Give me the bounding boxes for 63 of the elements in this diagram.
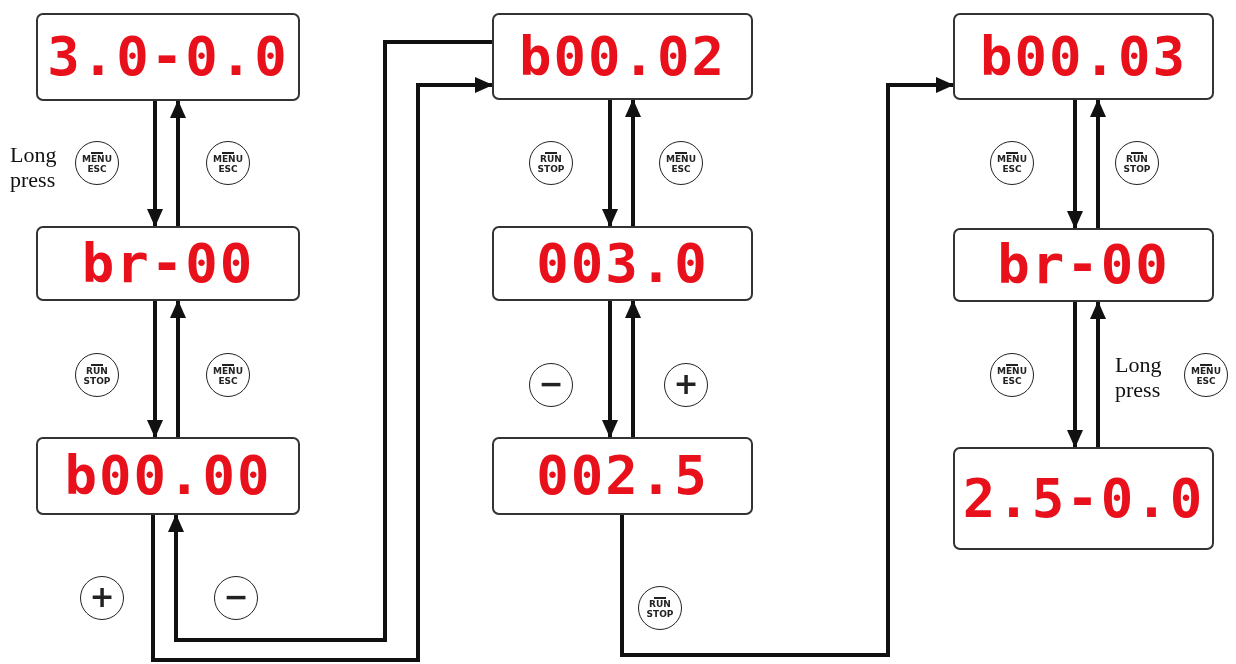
key-button [1184,353,1228,397]
key-button [206,141,250,185]
display-readout: b00.02 [518,29,727,84]
key-label: MENU ESC [996,155,1028,174]
key-button [638,586,682,630]
key-button [529,141,573,185]
display-readout: 003.0 [536,236,709,291]
key-label: RUN STOP [82,367,112,386]
display-readout: br-00 [81,236,255,291]
key-label: MENU ESC [212,155,244,174]
arrow [1090,301,1106,447]
key-button [664,363,708,407]
display-readout: 3.0-0.0 [47,30,289,84]
note-text: Long press [10,142,58,193]
key-button [659,141,703,185]
key-button [529,363,573,407]
note-text: Long press [1115,352,1163,403]
arrow [602,100,618,227]
key-label: − [223,581,249,612]
arrow [625,99,641,226]
display-readout: 2.5-0.0 [962,471,1205,526]
key-button [80,576,124,620]
key-label: MENU ESC [1190,367,1222,386]
display-readout: 002.5 [536,449,709,503]
arrow [147,101,163,227]
key-button [214,576,258,620]
lcd-display [953,447,1214,550]
key-button [206,353,250,397]
key-button [990,353,1034,397]
key-label: RUN STOP [645,600,675,619]
key-button [1115,141,1159,185]
lcd-display [36,226,300,301]
arrow [625,300,641,437]
key-label: + [89,581,115,612]
lcd-display [36,437,300,515]
key-label: + [673,368,699,399]
lcd-display [953,228,1214,302]
display-readout: br-00 [997,238,1170,292]
lcd-display [492,13,753,100]
lcd-display [492,226,753,301]
arrow [1090,99,1106,228]
arrow [1067,100,1083,229]
lcd-display [36,13,300,101]
key-label: MENU ESC [665,155,697,174]
display-readout: b00.00 [64,449,272,503]
arrow [170,100,186,226]
key-label: RUN STOP [1122,155,1152,174]
key-button [75,353,119,397]
key-label: MENU ESC [212,367,244,386]
arrow [170,300,186,437]
key-label: MENU ESC [996,367,1028,386]
arrow [147,301,163,438]
arrow [602,301,618,438]
key-label: MENU ESC [81,155,113,174]
display-readout: b00.03 [979,29,1188,84]
key-button [990,141,1034,185]
arrow [620,77,954,657]
key-label: − [538,368,564,399]
lcd-display [953,13,1214,100]
key-label: RUN STOP [536,155,566,174]
key-button [75,141,119,185]
lcd-display [492,437,753,515]
arrow [1067,302,1083,448]
